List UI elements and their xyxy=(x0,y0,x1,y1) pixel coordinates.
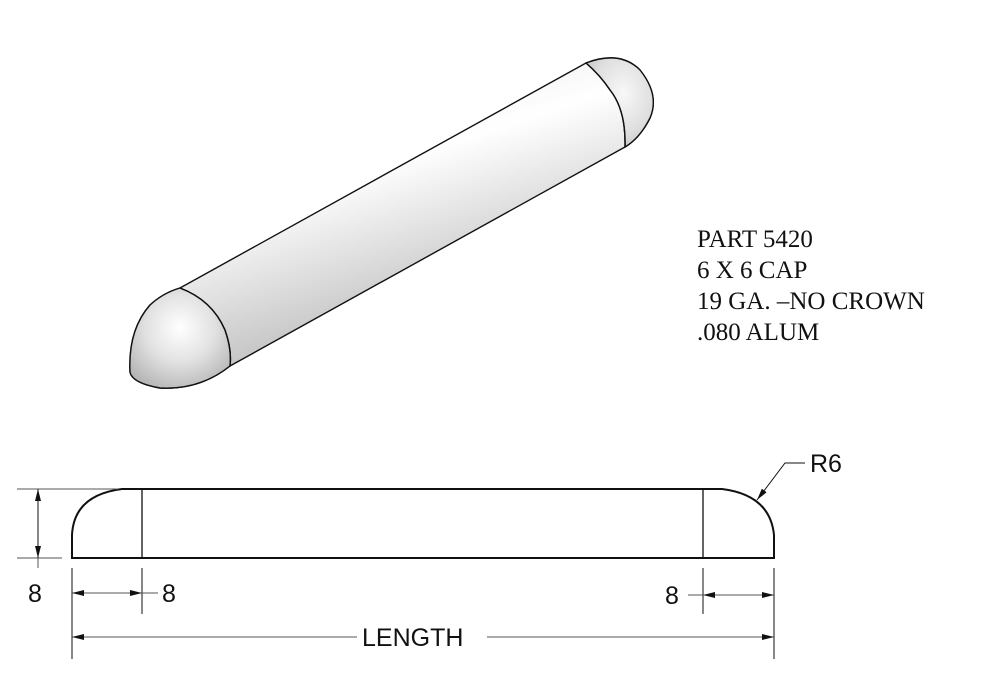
seam-left xyxy=(179,287,232,367)
note-part-number: PART 5420 xyxy=(697,226,813,253)
dim-label-length: LENGTH xyxy=(362,624,463,652)
dimension-labels: 8 8 8 R6 LENGTH xyxy=(28,450,842,652)
dim-label-radius: R6 xyxy=(810,450,842,478)
dim-label-right-end: 8 xyxy=(665,582,679,610)
dim-label-left-end: 8 xyxy=(162,580,176,608)
note-material: .080 ALUM xyxy=(697,319,820,346)
note-size: 6 X 6 CAP xyxy=(697,257,808,284)
profile-outline xyxy=(71,488,775,559)
part-notes: PART 5420 6 X 6 CAP 19 GA. –NO CROWN .08… xyxy=(697,224,925,348)
dim-label-height: 8 xyxy=(28,580,42,608)
dimensions xyxy=(17,462,805,659)
note-gauge: 19 GA. –NO CROWN xyxy=(697,288,925,315)
isometric-view xyxy=(129,57,654,389)
profile-view xyxy=(71,488,775,559)
seam-right xyxy=(585,62,626,148)
radius-leader xyxy=(756,462,805,501)
